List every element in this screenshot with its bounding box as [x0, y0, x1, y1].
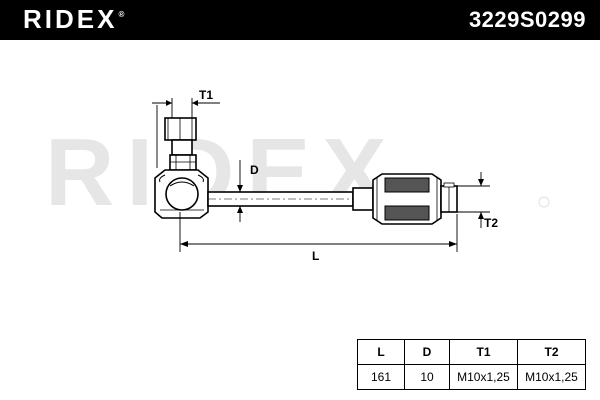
spec-table-header-row: L D T1 T2 [357, 339, 586, 365]
label-d: D [250, 163, 259, 177]
spec-value-d: 10 [404, 364, 450, 390]
spec-header-d: D [404, 339, 450, 365]
spec-table: L D T1 T2 161 10 M10x1,25 M10x1,25 [357, 339, 586, 390]
spec-table-value-row: 161 10 M10x1,25 M10x1,25 [357, 364, 586, 390]
watermark-text: RIDEX [45, 119, 398, 226]
registered-mark: ® [118, 10, 125, 19]
label-t2: T2 [484, 216, 498, 230]
spec-header-l: L [357, 339, 405, 365]
rubber-bushing-assembly [352, 173, 458, 225]
dimension-t1 [152, 98, 220, 168]
brand-name: RIDEX [23, 4, 118, 34]
watermark-registered-icon [538, 196, 550, 208]
label-t1: T1 [199, 88, 213, 102]
spec-header-t2: T2 [517, 339, 586, 365]
spec-value-t2: M10x1,25 [517, 364, 586, 390]
ball-joint-housing [154, 169, 209, 219]
connecting-rod [207, 191, 354, 207]
brand-logo: RIDEX® [23, 4, 125, 35]
dimension-l [179, 212, 458, 252]
spec-header-t1: T1 [449, 339, 518, 365]
label-l: L [312, 249, 319, 263]
part-number: 3229S0299 [468, 7, 586, 32]
spec-value-l: 161 [357, 364, 405, 390]
dimension-t2 [457, 172, 490, 228]
dimension-d [237, 160, 243, 222]
spec-value-t1: M10x1,25 [449, 364, 518, 390]
top-threaded-stud [164, 117, 197, 171]
header-bar: RIDEX® 3229S0299 [0, 0, 600, 40]
